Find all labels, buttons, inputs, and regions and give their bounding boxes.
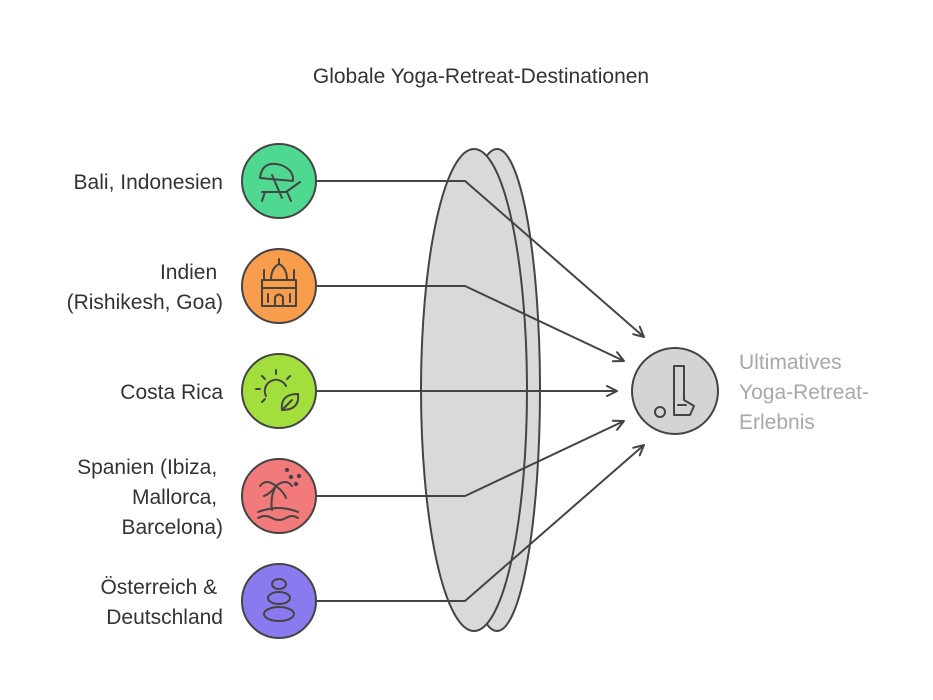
destination-spanien	[241, 458, 317, 534]
connector-oesterreich	[317, 444, 645, 602]
temple-icon	[261, 258, 297, 307]
connector-indien	[317, 285, 625, 363]
destination-oesterreich	[241, 563, 317, 639]
destination-costa-rica	[241, 353, 317, 429]
label-oesterreich: Österreich & Deutschland	[100, 576, 223, 629]
label-costa-rica: Costa Rica	[120, 381, 223, 404]
diagram-title: Globale Yoga-Retreat-Destinationen	[313, 65, 649, 88]
stacked-stones-icon	[263, 578, 295, 622]
sun-leaf-icon	[255, 369, 300, 411]
result-node	[631, 347, 719, 435]
connector-lines	[317, 180, 645, 602]
yoga-pose-icon	[654, 365, 695, 418]
label-bali: Bali, Indonesien	[74, 171, 223, 194]
result-label: Ultimatives Yoga-Retreat- Erlebnis	[739, 351, 875, 434]
destination-indien	[241, 248, 317, 324]
destination-bali	[241, 143, 317, 219]
palm-island-icon	[257, 467, 302, 521]
beach-umbrella-lounger-icon	[259, 162, 301, 202]
connector-spanien	[317, 419, 625, 497]
destination-labels: Bali, Indonesien Indien (Rishikesh, Goa)…	[67, 171, 224, 629]
label-spanien: Spanien (Ibiza, Mallorca, Barcelona)	[77, 456, 223, 539]
label-indien: Indien (Rishikesh, Goa)	[67, 261, 223, 314]
connector-bali	[317, 180, 645, 338]
